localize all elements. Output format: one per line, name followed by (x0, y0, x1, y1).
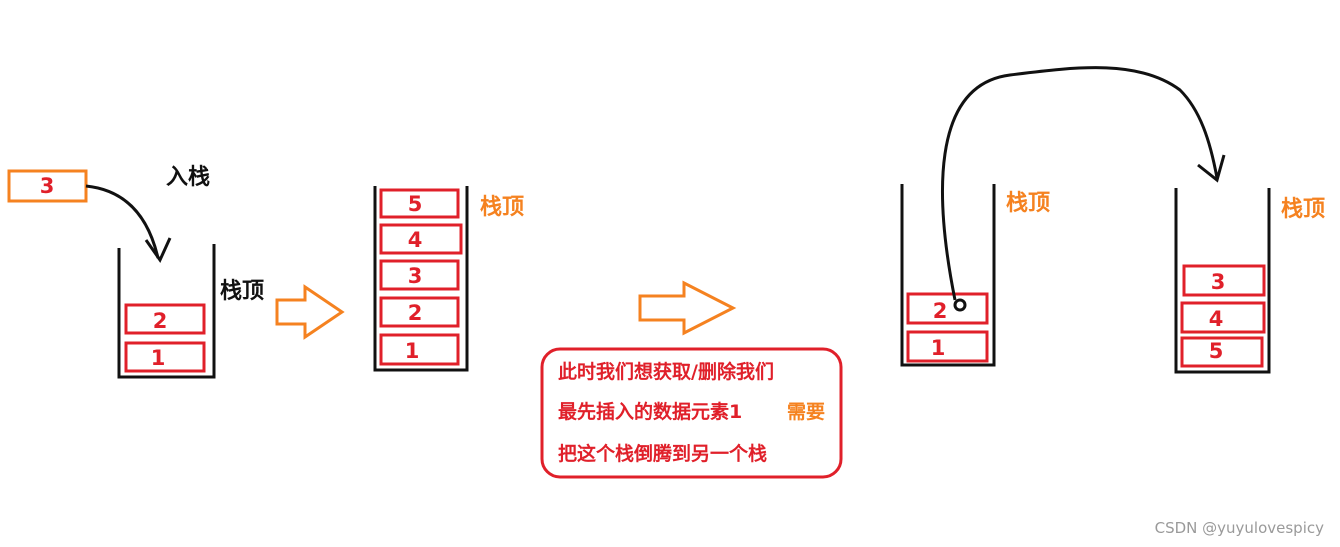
stack-c-item-label: 2 (933, 299, 948, 323)
note-line-3: 把这个栈倒腾到另一个栈 (558, 442, 767, 465)
stack-b-item (379, 259, 460, 291)
stack-d-item-label: 3 (1211, 270, 1226, 294)
push-arrow (85, 184, 160, 259)
stack-d-item-label: 4 (1209, 307, 1224, 331)
watermark: CSDN @yuyulovespicy (1155, 519, 1325, 537)
transfer-arrow-head (1197, 154, 1226, 183)
push-arrow-head (144, 237, 172, 264)
note-line-1: 此时我们想获取/删除我们 (558, 360, 774, 383)
push-label: 入栈 (166, 165, 210, 190)
transition-arrow-2 (638, 280, 737, 336)
stack-b-item (379, 296, 460, 328)
stack-a-item (124, 303, 206, 335)
stack-b-item-label: 3 (408, 264, 423, 288)
stack-a-item-label: 2 (153, 309, 168, 333)
stack-c-top-label: 栈顶 (1006, 191, 1050, 216)
stack-a-item-label: 1 (151, 346, 166, 370)
stack-c-item-label: 1 (931, 336, 946, 360)
note-line-2-highlight: 需要 (787, 401, 825, 423)
stack-d-item (1180, 301, 1266, 334)
transition-arrow-1 (275, 284, 345, 340)
stack-c-item (906, 330, 989, 363)
stack-c-item (906, 292, 989, 325)
transfer-arrow-origin (953, 298, 967, 312)
stack-b-item (379, 188, 460, 219)
incoming-element-box (7, 169, 88, 203)
stack-a-top-label: 栈顶 (220, 279, 264, 304)
stack-c-container (900, 184, 996, 367)
stack-b-item (379, 223, 463, 255)
stack-b-item-label: 4 (408, 228, 423, 252)
stack-d-items: 3 4 5 (1180, 264, 1266, 368)
stack-a-item (124, 341, 206, 373)
stack-b-item-label: 2 (408, 301, 423, 325)
stack-b-item-label: 5 (408, 192, 423, 216)
stack-b-top-label: 栈顶 (480, 195, 524, 220)
stack-d-item-label: 5 (1209, 339, 1224, 363)
note-box (540, 347, 843, 479)
stack-b-item-label: 1 (405, 339, 420, 363)
stack-a-container (117, 244, 216, 379)
stack-c-items: 2 1 (906, 292, 989, 363)
incoming-element-label: 3 (40, 174, 55, 198)
stack-d-container (1174, 188, 1271, 374)
stack-d-top-label: 栈顶 (1281, 197, 1325, 222)
stack-b-item (379, 333, 460, 366)
transfer-arrow (941, 66, 1219, 301)
note-line-2: 最先插入的数据元素1 (558, 400, 742, 423)
stack-b-items: 5 4 3 2 1 (379, 188, 463, 366)
stack-b-container (373, 186, 469, 372)
stack-a-items: 2 1 (124, 303, 206, 373)
stack-d-item (1182, 264, 1266, 297)
stack-d-item (1180, 336, 1264, 368)
